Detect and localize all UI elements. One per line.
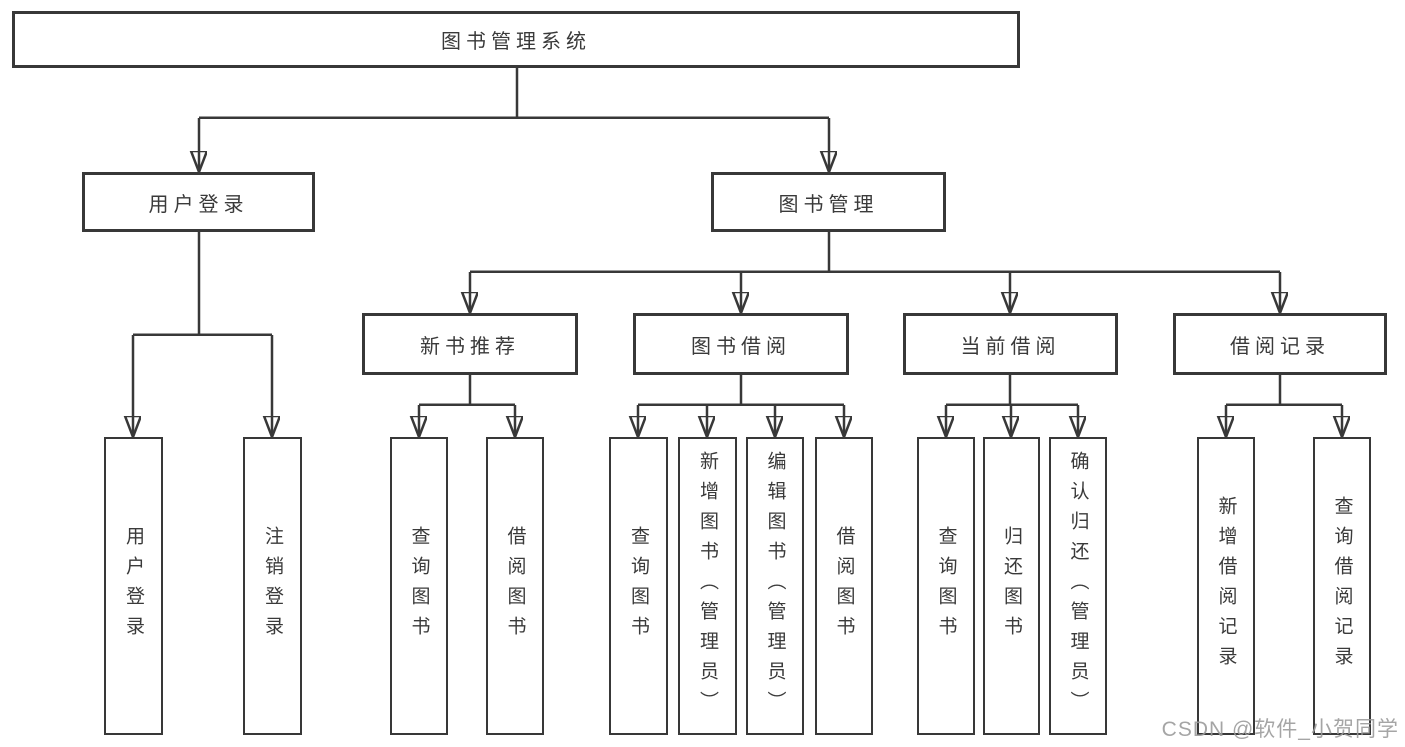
leaf-edit-book-admin: 编辑图书（管理员） (746, 437, 804, 735)
leaf-confirm-return-admin: 确认归还（管理员） (1049, 437, 1107, 735)
leaf-logout: 注销登录 (243, 437, 302, 735)
node-new-book-recommend: 新书推荐 (362, 313, 578, 375)
leaf-borrow-books-borrow-label: 借阅图书 (833, 526, 855, 646)
watermark: CSDN @软件_小贺同学 (1161, 718, 1399, 741)
leaf-query-books-borrow: 查询图书 (609, 437, 668, 735)
leaf-borrow-books-borrow: 借阅图书 (815, 437, 873, 735)
leaf-add-book-admin: 新增图书（管理员） (678, 437, 737, 735)
leaf-borrow-books-rec: 借阅图书 (486, 437, 544, 735)
node-borrow-records-label: 借阅记录 (1230, 335, 1330, 358)
leaf-return-books-label: 归还图书 (1001, 526, 1022, 646)
node-user-login: 用户登录 (82, 172, 315, 232)
leaf-query-borrow-record: 查询借阅记录 (1313, 437, 1371, 735)
node-book-borrowing-label: 图书借阅 (691, 335, 791, 358)
node-borrow-records: 借阅记录 (1173, 313, 1387, 375)
leaf-query-books-rec-label: 查询图书 (408, 526, 430, 646)
leaf-query-books-rec: 查询图书 (390, 437, 448, 735)
leaf-query-borrow-record-label: 查询借阅记录 (1331, 496, 1353, 676)
leaf-add-borrow-record: 新增借阅记录 (1197, 437, 1255, 735)
node-book-management-label: 图书管理 (778, 193, 879, 216)
leaf-add-borrow-record-label: 新增借阅记录 (1215, 496, 1237, 676)
leaf-logout-label: 注销登录 (262, 526, 283, 646)
node-book-management: 图书管理 (711, 172, 946, 232)
node-user-login-label: 用户登录 (148, 193, 249, 216)
leaf-add-book-admin-label: 新增图书（管理员） (697, 451, 718, 721)
node-new-book-recommend-label: 新书推荐 (420, 335, 520, 358)
leaf-return-books: 归还图书 (983, 437, 1040, 735)
leaf-query-books-borrow-label: 查询图书 (628, 526, 649, 646)
leaf-edit-book-admin-label: 编辑图书（管理员） (764, 451, 786, 721)
node-book-borrowing: 图书借阅 (633, 313, 849, 375)
node-current-borrowing: 当前借阅 (903, 313, 1118, 375)
leaf-borrow-books-rec-label: 借阅图书 (504, 526, 526, 646)
node-library-system: 图书管理系统 (12, 11, 1020, 68)
node-library-system-label: 图书管理系统 (441, 31, 591, 53)
leaf-query-books-current: 查询图书 (917, 437, 975, 735)
leaf-query-books-current-label: 查询图书 (935, 526, 957, 646)
leaf-user-login-label: 用户登录 (123, 526, 144, 646)
node-current-borrowing-label: 当前借阅 (960, 335, 1061, 358)
leaf-confirm-return-admin-label: 确认归还（管理员） (1067, 451, 1089, 721)
leaf-user-login: 用户登录 (104, 437, 163, 735)
